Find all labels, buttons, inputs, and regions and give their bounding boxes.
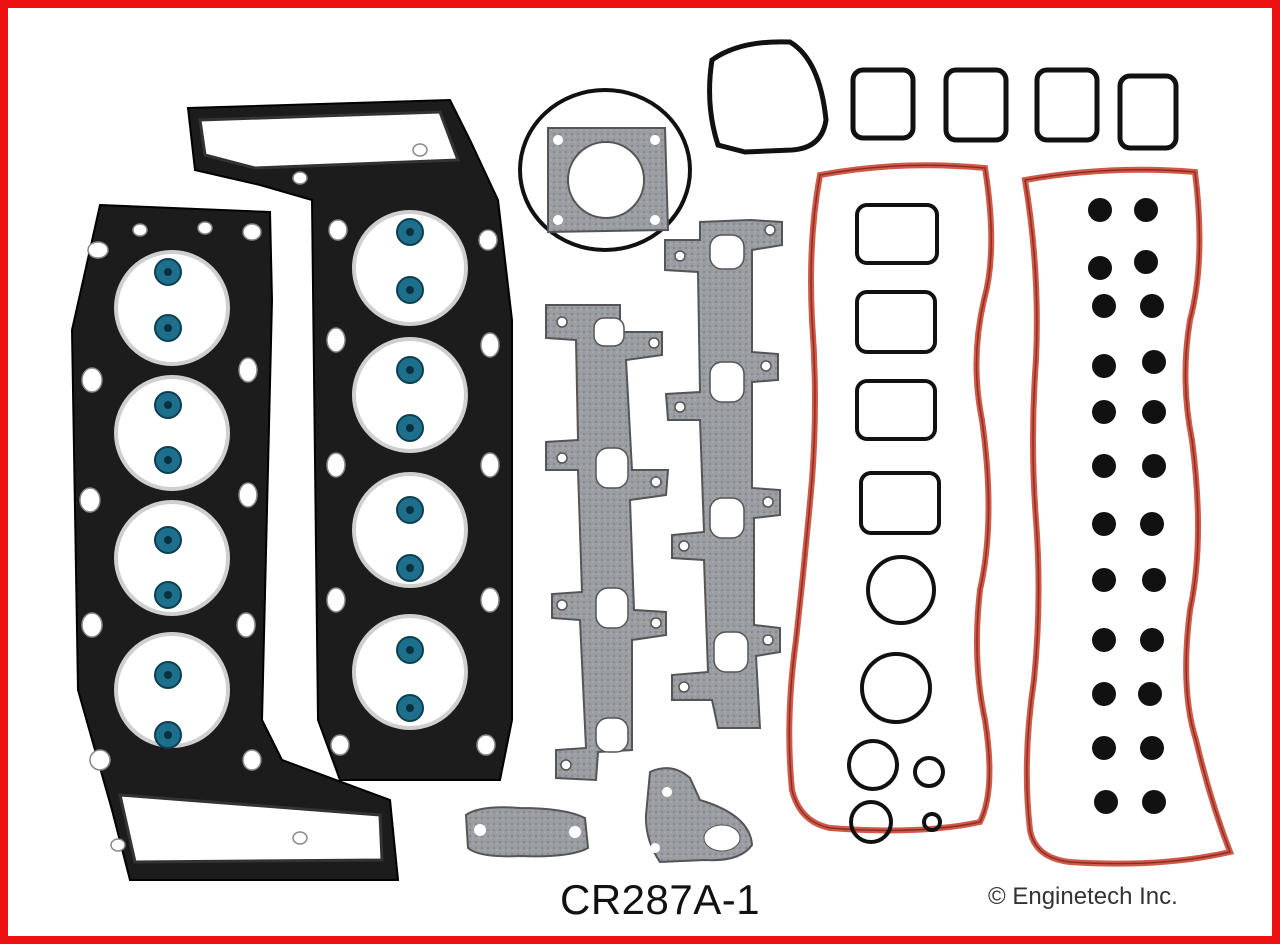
left-head-gasket <box>70 203 400 881</box>
valve-cover-grommets <box>1088 198 1166 814</box>
water-outlet-gasket <box>644 767 754 864</box>
valve-cover-gasket-left <box>786 162 995 834</box>
valve-stem-seals <box>154 218 424 749</box>
egr-gasket <box>464 806 590 858</box>
exhaust-manifold-gasket-right <box>664 218 783 729</box>
right-head-gasket <box>186 98 513 781</box>
spark-plug-tube-seals <box>847 203 945 844</box>
intake-port-seals <box>850 67 1179 151</box>
copyright-label: © Enginetech Inc. <box>988 883 1178 910</box>
exhaust-manifold-gasket-left <box>545 304 670 782</box>
throttle-body-gasket <box>518 88 692 252</box>
part-number-label: CR287A-1 <box>560 876 761 923</box>
thermostat-gasket <box>707 39 829 155</box>
valve-cover-gasket-right <box>1021 166 1235 867</box>
